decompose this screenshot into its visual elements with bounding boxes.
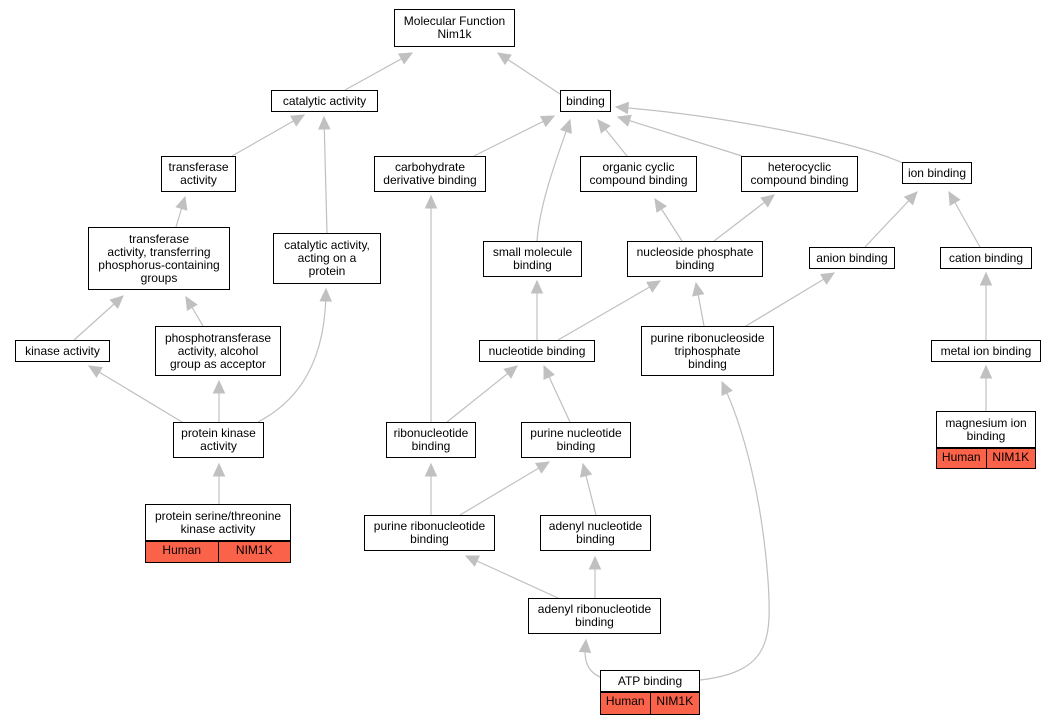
edge-purine-ribonucleotide-adenyl-ribo <box>465 555 559 599</box>
node-purine-ribonucleoside-triphosphate[interactable]: purine ribonucleoside triphosphate bindi… <box>641 326 774 376</box>
node-nucleoside-phosphate-binding[interactable]: nucleoside phosphate binding <box>627 241 763 277</box>
annotation-gene[interactable]: NIM1K <box>649 693 700 714</box>
arrowhead-binding-ion <box>614 101 629 115</box>
arrowhead-binding-carbohydrate <box>540 115 556 128</box>
annotation-gene[interactable]: NIM1K <box>217 542 291 562</box>
edge-binding-carbohydrate <box>473 115 555 157</box>
node-organic-cyclic-compound-binding[interactable]: organic cyclic compound binding <box>580 156 697 192</box>
arrowhead-catalytic-transferase <box>290 114 306 127</box>
node-cation-binding[interactable]: cation binding <box>940 247 1032 269</box>
node-heterocyclic-compound-binding[interactable]: heterocyclic compound binding <box>741 156 858 192</box>
edge-ion-anion <box>864 191 918 248</box>
edge-root-catalytic <box>344 52 413 91</box>
arrowhead-adenyl-ribo-atp <box>578 638 592 653</box>
node-catalytic-activity-on-protein[interactable]: catalytic activity, acting on a protein <box>273 233 381 284</box>
annotation-species: Human <box>941 450 981 464</box>
edge-purine-nucleotide-purine-ribonucleotide <box>459 461 550 516</box>
arrowhead-root-binding <box>496 52 512 66</box>
arrowhead-binding-small-molecule <box>560 118 572 134</box>
annotation-gene[interactable]: NIM1K <box>985 449 1036 468</box>
arrowhead-root-catalytic <box>398 52 414 65</box>
edge-anion-purine-rtp <box>745 272 835 327</box>
edge-kinase-protein-kinase <box>88 365 183 423</box>
arrowhead-phosphotransferase-protein-kinase <box>212 379 226 394</box>
edge-binding-heterocyclic <box>617 116 743 157</box>
arrowhead-nucleotide-purine-nucleotide <box>543 364 555 380</box>
arrowhead-nucleoside-phosphate-purine-rtp <box>692 281 705 297</box>
node-molecular-function-root[interactable]: Molecular Function Nim1k <box>394 9 515 47</box>
arrowhead-ion-anion <box>903 191 918 206</box>
annotation-magnesium: Human NIM1K <box>936 448 1036 469</box>
arrowhead-binding-heterocyclic <box>616 114 632 127</box>
annotation-ser-thr-kinase: Human NIM1K <box>145 541 291 563</box>
node-metal-ion-binding[interactable]: metal ion binding <box>931 340 1041 362</box>
arrowhead-transferase-phos-kinase <box>109 295 124 310</box>
node-phosphotransferase-alcohol[interactable]: phosphotransferase activity, alcohol gro… <box>155 326 281 376</box>
edge-nucleoside-phosphate-nucleotide <box>557 280 661 341</box>
arrowhead-catalytic-protein-protein-kinase <box>319 287 333 302</box>
arrowhead-organic-nucleoside-phosphate <box>654 197 668 213</box>
edge-heterocyclic-nucleoside-phosphate <box>713 194 775 242</box>
arrowhead-transferase-phos-phosphotransferase <box>185 295 198 311</box>
node-carbohydrate-derivative-binding[interactable]: carbohydrate derivative binding <box>374 156 486 192</box>
node-purine-ribonucleotide-binding[interactable]: purine ribonucleotide binding <box>364 515 495 551</box>
arrowhead-binding-organic <box>597 119 611 134</box>
arrowhead-cation-metal-ion <box>979 271 993 286</box>
arrowhead-anion-purine-rtp <box>820 272 836 285</box>
arrowhead-purine-rtp-atp <box>721 380 733 396</box>
arrowhead-protein-kinase-ser-thr <box>212 462 226 477</box>
edge-catalytic-catalytic-protein <box>323 116 328 234</box>
arrowhead-transferase-transferase-phos <box>175 195 188 211</box>
annotation-atp: Human NIM1K <box>600 692 700 715</box>
node-kinase-activity[interactable]: kinase activity <box>15 340 110 362</box>
arrowhead-small-molecule-nucleotide <box>530 279 544 294</box>
node-catalytic-activity[interactable]: catalytic activity <box>271 90 378 112</box>
arrowhead-kinase-protein-kinase <box>87 365 103 378</box>
node-ribonucleotide-binding[interactable]: ribonucleotide binding <box>386 422 476 458</box>
node-small-molecule-binding[interactable]: small molecule binding <box>483 241 582 277</box>
node-transferase-activity[interactable]: transferase activity <box>161 156 236 192</box>
arrowhead-nucleotide-ribonucleotide <box>503 365 518 379</box>
edge-purine-rtp-atp <box>699 381 770 681</box>
node-atp-binding[interactable]: ATP binding <box>600 670 700 692</box>
node-magnesium-ion-binding[interactable]: magnesium ion binding <box>936 411 1036 448</box>
node-anion-binding[interactable]: anion binding <box>809 247 895 269</box>
arrowhead-metal-ion-magnesium <box>979 364 993 379</box>
edge-binding-ion <box>615 106 904 164</box>
node-transferase-phosphorus[interactable]: transferase activity, transferring phosp… <box>88 227 230 290</box>
edge-catalytic-transferase <box>231 114 305 157</box>
arrowhead-purine-nucleotide-purine-ribonucleotide <box>535 461 551 474</box>
node-adenyl-nucleotide-binding[interactable]: adenyl nucleotide binding <box>540 515 651 551</box>
arrowhead-ion-cation <box>948 190 961 206</box>
node-binding[interactable]: binding <box>560 90 611 112</box>
arrowhead-heterocyclic-nucleoside-phosphate <box>760 194 775 208</box>
arrowhead-carbohydrate-ribonucleotide <box>424 194 438 209</box>
arrowhead-purine-nucleotide-adenyl-nucleotide <box>580 462 593 478</box>
node-nucleotide-binding[interactable]: nucleotide binding <box>479 340 595 362</box>
edge-catalytic-protein-protein-kinase <box>257 288 327 423</box>
node-ion-binding[interactable]: ion binding <box>902 162 972 184</box>
node-adenyl-ribonucleotide-binding[interactable]: adenyl ribonucleotide binding <box>528 598 661 634</box>
arrowhead-purine-ribonucleotide-adenyl-ribo <box>464 555 480 567</box>
node-protein-ser-thr-kinase[interactable]: protein serine/threonine kinase activity <box>145 504 291 541</box>
edge-binding-small-molecule <box>536 119 571 242</box>
edge-nucleotide-ribonucleotide <box>446 365 518 423</box>
annotation-species: Human <box>162 543 202 557</box>
arrowhead-ribonucleotide-purine-ribonucleotide <box>424 462 438 477</box>
node-purine-nucleotide-binding[interactable]: purine nucleotide binding <box>521 422 631 458</box>
arrowhead-nucleoside-phosphate-nucleotide <box>646 280 662 293</box>
annotation-species: Human <box>605 694 645 708</box>
arrowhead-catalytic-catalytic-protein <box>318 115 331 130</box>
arrowhead-adenyl-nucleotide-adenyl-ribo <box>588 555 602 570</box>
node-protein-kinase-activity[interactable]: protein kinase activity <box>173 422 264 458</box>
